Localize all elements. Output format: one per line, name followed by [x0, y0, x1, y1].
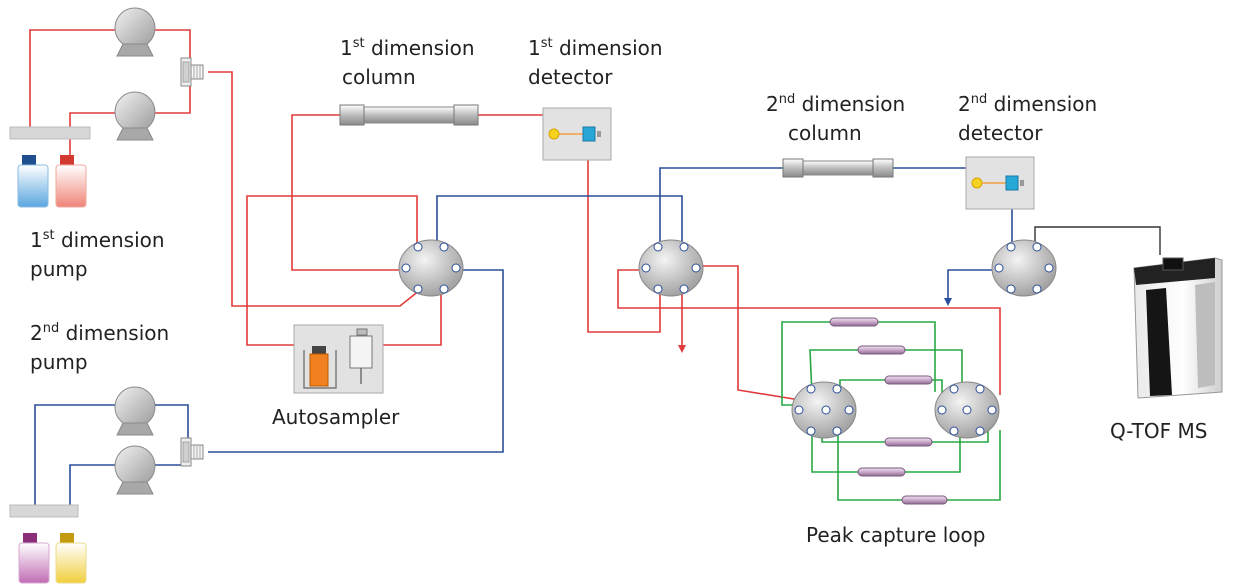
blue-pump3-tube: [34, 404, 115, 512]
pump2-label-line2: pump: [30, 350, 88, 374]
pump2-label: 2nd dimension: [30, 321, 169, 345]
red-pump2-tube-b: [155, 80, 191, 114]
blue-col2-to-det2: [893, 167, 971, 180]
detector1-label: 1st dimension: [528, 36, 663, 60]
qtof-instrument: [1133, 257, 1223, 399]
detector-2: [965, 156, 1035, 210]
blue-valve1-to-valve2: [436, 195, 683, 252]
loop-valve-left: [791, 381, 857, 439]
red-pump2-tube: [69, 112, 135, 155]
red-det1-to-valve2: [587, 134, 661, 333]
loop-tube-2: [857, 345, 906, 355]
mixer-1: [180, 57, 204, 87]
peak-capture-loop-label: Peak capture loop: [806, 523, 985, 547]
pump-2b: [114, 445, 156, 495]
black-valve3-to-ms: [1034, 226, 1161, 255]
autosampler-label: Autosampler: [272, 405, 400, 429]
valve-1: [398, 239, 464, 297]
pump1-label-line2: pump: [30, 257, 88, 281]
tubing-red: [29, 29, 1001, 411]
column1-label: 1st dimension: [340, 36, 475, 60]
pump-2a: [114, 386, 156, 436]
loop-valve-right: [934, 381, 1000, 439]
mixer-2: [180, 437, 204, 467]
blue-valve2-to-col2: [659, 167, 783, 250]
red-valve2-to-loopvalve: [702, 265, 801, 401]
solvent-tray-1: [9, 126, 91, 140]
blue-valve3-to-waste: [947, 269, 1000, 300]
column2-label: 2nd dimension: [766, 92, 905, 116]
red-col1-to-det1: [478, 114, 551, 134]
detector2-label: 2nd dimension: [958, 92, 1097, 116]
valve-2: [638, 239, 704, 297]
loop-tube-1: [829, 317, 879, 327]
pump-1a: [114, 7, 156, 57]
bottle-blue: [17, 155, 49, 208]
red-pump1-tube: [29, 29, 135, 127]
loop-tube-3: [884, 375, 933, 385]
blue-pump4-tube: [69, 464, 115, 512]
waste-arrow-red: [678, 345, 686, 353]
loop-tube-4: [884, 437, 933, 447]
autosampler: [293, 324, 384, 394]
detector1-label-line2: detector: [528, 65, 613, 89]
bottle-yellow: [55, 533, 87, 584]
loop-tube-5: [857, 467, 906, 477]
bottle-purple: [18, 533, 50, 584]
solvent-tray-2: [9, 504, 79, 518]
pump-1b: [114, 91, 156, 141]
column2-label-line2: column: [788, 121, 862, 145]
red-mixer-to-valve1: [208, 71, 421, 307]
blue-pump3-tube-b: [155, 404, 189, 440]
tubing-blue: [34, 167, 1013, 512]
detector-1: [542, 107, 612, 161]
pump1-label: 1st dimension: [30, 228, 165, 252]
loop-tube-6: [901, 495, 948, 505]
valve-3: [991, 239, 1057, 297]
bottle-red: [55, 155, 87, 208]
qtof-label: Q-TOF MS: [1110, 419, 1207, 443]
peak-capture-loops: [829, 317, 948, 505]
red-autosampler-loop: [246, 195, 442, 346]
waste-arrow-blue: [944, 298, 952, 306]
column-2: [782, 158, 894, 178]
detector2-label-line2: detector: [958, 121, 1043, 145]
column-1: [339, 104, 479, 126]
tubing-black: [1034, 226, 1161, 255]
red-valve2-loop: [617, 269, 1001, 395]
column1-label-line2: column: [342, 65, 416, 89]
red-valve1-to-col1: [291, 114, 400, 271]
blue-mixer-to-valve1: [208, 269, 504, 453]
